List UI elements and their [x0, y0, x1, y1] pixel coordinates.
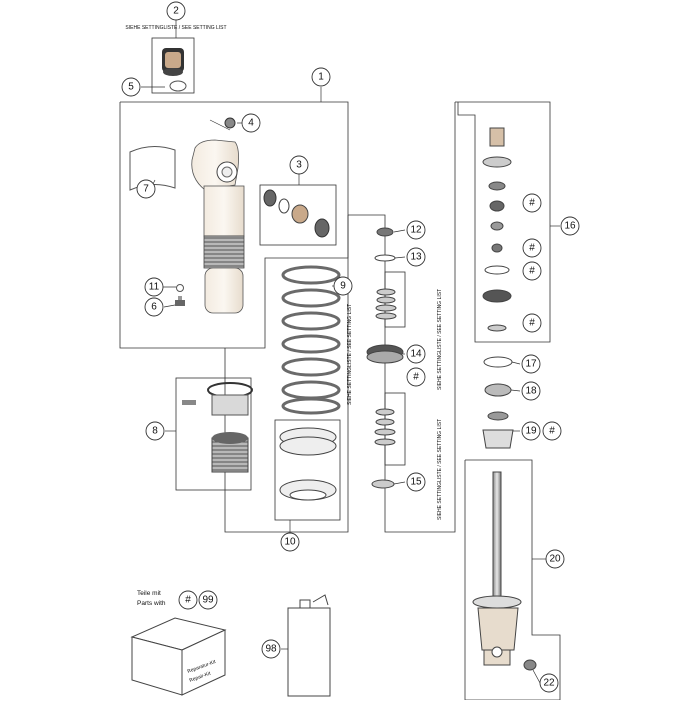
- callout-15-circle: [406, 472, 426, 492]
- callout-16-circle: [560, 216, 580, 236]
- callout-20-circle: [545, 549, 565, 569]
- setting-note-lower-shims: SIEHE SETTINGLISTE / SEE SETTING LIST: [437, 419, 443, 520]
- setting-note-top: SIEHE SETTINGLISTE / SEE SETTING LIST: [125, 25, 226, 31]
- callout-12: 12: [410, 225, 422, 236]
- preload-adjuster-part: [182, 382, 253, 473]
- piston-rod-part: [472, 471, 537, 671]
- callout-18: 18: [525, 386, 537, 397]
- callout-14-circle: [406, 344, 426, 364]
- hash-mark-3: #: [529, 266, 535, 277]
- frame-top-adjuster: [151, 37, 195, 94]
- frame-spring-seats: [274, 419, 341, 521]
- callout-2-circle: [166, 1, 186, 21]
- callouts: [121, 1, 580, 693]
- callout-10-circle: [280, 532, 300, 552]
- callout-19-circle: [521, 421, 541, 441]
- callout-3: 3: [296, 160, 302, 171]
- frame-top-right: [455, 101, 551, 343]
- callout-2: 2: [173, 6, 179, 17]
- setting-note-upper-shims: SIEHE SETTINGLISTE / SEE SETTING LIST: [437, 289, 443, 390]
- callout-98: 98: [265, 644, 277, 655]
- frame-shock-assembly: [119, 101, 349, 349]
- shock-body: [191, 117, 245, 314]
- hash-mark-6: #: [549, 426, 555, 437]
- callout-10: 10: [284, 537, 296, 548]
- hash-circle-6: [542, 421, 562, 441]
- callout-7-circle: [136, 179, 156, 199]
- hash-mark-2: #: [529, 243, 535, 254]
- callout-98-circle: [261, 639, 281, 659]
- seal-kit-parts: [263, 189, 330, 238]
- callout-9-circle: [333, 276, 353, 296]
- callout-14: 14: [410, 349, 422, 360]
- parts-with-label-de: Teile mit: [137, 590, 161, 597]
- hash-mark-4: #: [529, 318, 535, 329]
- spring-seat-parts: [279, 427, 337, 501]
- callout-99-circle: [198, 590, 218, 610]
- callout-99: 99: [202, 595, 214, 606]
- parts-with-label-en: Parts with: [137, 600, 166, 607]
- callout-13: 13: [410, 252, 422, 263]
- hash-circle-5: [406, 367, 426, 387]
- callout-8-circle: [145, 421, 165, 441]
- reservoir-parts: [482, 127, 514, 449]
- hash-circle-1: [522, 193, 542, 213]
- washer-part: [176, 284, 184, 292]
- callout-1-circle: [311, 67, 331, 87]
- callout-9: 9: [340, 281, 346, 292]
- spring-part: [281, 265, 341, 415]
- callout-1: 1: [318, 72, 324, 83]
- hash-mark-1: #: [529, 198, 535, 209]
- bolt-part: [175, 296, 185, 306]
- callout-15: 15: [410, 477, 422, 488]
- callout-4-circle: [241, 113, 261, 133]
- setting-note-spring: SIEHE SETTINGLISTE / SEE SETTING LIST: [347, 304, 353, 405]
- callout-22: 22: [543, 678, 555, 689]
- callout-4: 4: [248, 118, 254, 129]
- hash-circle-4: [522, 313, 542, 333]
- callout-11: 11: [149, 282, 160, 293]
- repair-kit-box: [130, 617, 227, 696]
- callout-5: 5: [128, 82, 134, 93]
- callout-13-circle: [406, 247, 426, 267]
- callout-22-circle: [539, 673, 559, 693]
- callout-6-circle: [144, 297, 164, 317]
- callout-20: 20: [549, 554, 561, 565]
- hash-circle-3: [522, 261, 542, 281]
- damper-stack-parts: [366, 227, 404, 489]
- callout-8: 8: [152, 426, 158, 437]
- callout-18-circle: [521, 381, 541, 401]
- callout-17: 17: [525, 359, 537, 370]
- frame-preload-adjuster: [175, 377, 252, 491]
- top-adjuster-part: [162, 48, 187, 92]
- hash-circle-2: [522, 238, 542, 258]
- callout-5-circle: [121, 77, 141, 97]
- hash-circle-7: [178, 590, 198, 610]
- callout-16: 16: [564, 221, 576, 232]
- callout-7: 7: [143, 184, 149, 195]
- callout-19: 19: [525, 426, 537, 437]
- frame-lines: [119, 37, 561, 701]
- oil-can-part: [287, 594, 331, 697]
- callout-11-circle: [144, 277, 164, 297]
- callout-6: 6: [151, 302, 157, 313]
- callout-3-circle: [289, 155, 309, 175]
- frame-piston-rod: [464, 459, 561, 701]
- callout-12-circle: [406, 220, 426, 240]
- hash-mark-5: #: [413, 372, 419, 383]
- callout-17-circle: [521, 354, 541, 374]
- frame-seal-kit: [259, 184, 337, 246]
- callout-labels: 2 5 1 4 3 7 11 6 8 9 10 12 13 14 15 16 1…: [128, 6, 576, 689]
- hash-mark-7: #: [185, 595, 191, 606]
- frame-damper-stack: [348, 102, 456, 533]
- leader-lines: [141, 20, 560, 684]
